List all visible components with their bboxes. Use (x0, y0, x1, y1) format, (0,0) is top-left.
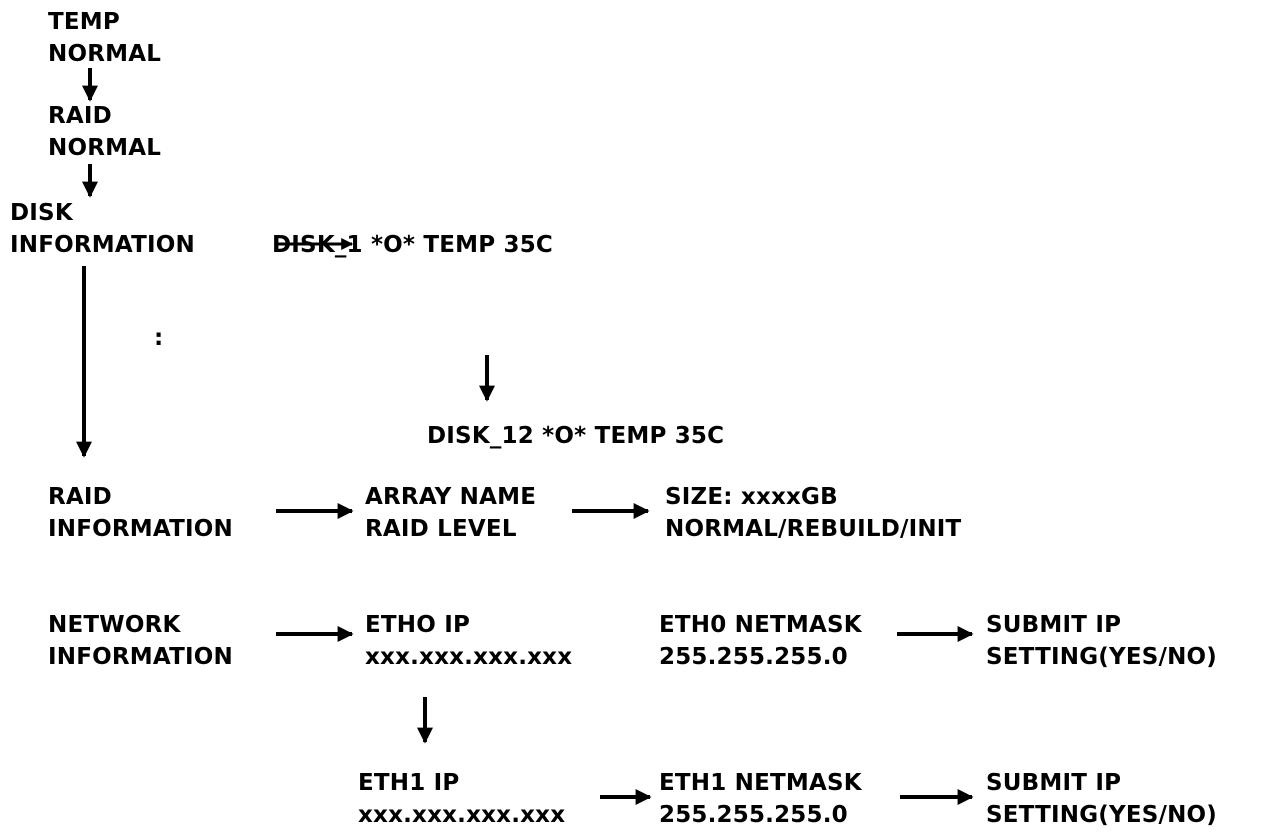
node-size: SIZE: xxxxGB NORMAL/REBUILD/INIT (665, 481, 961, 545)
node-network-information-line1: NETWORK (48, 612, 181, 638)
node-raid-information-line1: RAID (48, 484, 112, 510)
node-eth0-submit-line1: SUBMIT IP (986, 612, 1122, 638)
node-size-line1: SIZE: xxxxGB (665, 484, 838, 510)
node-eth1-netmask-line1: ETH1 NETMASK (659, 770, 862, 796)
node-network-information-line2: INFORMATION (48, 644, 233, 670)
node-disk-information: DISK INFORMATION (10, 197, 195, 261)
node-eth0-ip: ETHO IP xxx.xxx.xxx.xxx (365, 609, 572, 673)
node-eth0-netmask-line1: ETH0 NETMASK (659, 612, 862, 638)
node-raid-line2: NORMAL (48, 135, 162, 161)
node-disk-information-line1: DISK (10, 200, 73, 226)
node-network-information: NETWORK INFORMATION (48, 609, 233, 673)
node-size-line2: NORMAL/REBUILD/INIT (665, 516, 962, 542)
node-eth1-netmask: ETH1 NETMASK 255.255.255.0 (659, 767, 862, 831)
node-eth1-ip: ETH1 IP xxx.xxx.xxx.xxx (358, 767, 565, 831)
node-raid-information-line2: INFORMATION (48, 516, 233, 542)
node-eth1-ip-line2: xxx.xxx.xxx.xxx (358, 802, 566, 828)
node-ellipsis: : (154, 325, 164, 351)
node-raid-information: RAID INFORMATION (48, 481, 233, 545)
node-eth0-submit: SUBMIT IP SETTING(YES/NO) (986, 609, 1217, 673)
node-array: ARRAY NAME RAID LEVEL (365, 481, 536, 545)
node-eth1-netmask-line2: 255.255.255.0 (659, 802, 848, 828)
node-disk-information-line2: INFORMATION (10, 232, 195, 258)
node-disk-first: DISK_1 *O* TEMP 35C (272, 232, 554, 258)
node-array-line2: RAID LEVEL (365, 516, 517, 542)
node-eth1-submit-line2: SETTING(YES/NO) (986, 802, 1218, 828)
node-eth0-ip-line2: xxx.xxx.xxx.xxx (365, 644, 573, 670)
node-array-line1: ARRAY NAME (365, 484, 537, 510)
node-eth0-netmask-line2: 255.255.255.0 (659, 644, 848, 670)
node-eth1-ip-line1: ETH1 IP (358, 770, 460, 796)
node-disk-last: DISK_12 *O* TEMP 35C (427, 423, 725, 449)
node-raid-line1: RAID (48, 103, 112, 129)
node-eth1-submit: SUBMIT IP SETTING(YES/NO) (986, 767, 1217, 831)
node-eth0-netmask: ETH0 NETMASK 255.255.255.0 (659, 609, 862, 673)
node-temp: TEMP NORMAL (48, 6, 161, 70)
node-eth0-submit-line2: SETTING(YES/NO) (986, 644, 1218, 670)
node-raid: RAID NORMAL (48, 100, 161, 164)
node-temp-line2: NORMAL (48, 41, 162, 67)
node-eth1-submit-line1: SUBMIT IP (986, 770, 1122, 796)
node-temp-line1: TEMP (48, 9, 120, 35)
node-eth0-ip-line1: ETHO IP (365, 612, 471, 638)
